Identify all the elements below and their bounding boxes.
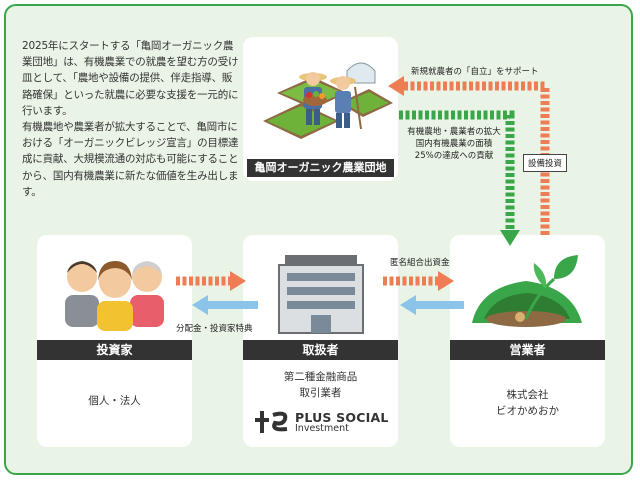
investor-people-illustration xyxy=(65,261,164,331)
investor-title: 投資家 xyxy=(37,340,192,360)
handler-detail: 第二種金融商品 取引業者 xyxy=(283,371,358,399)
sprout-bowl-illustration xyxy=(472,255,582,327)
investor-card: 投資家 個人・法人 xyxy=(37,235,192,447)
expansion-label: 有機農地・農業者の拡大 国内有機農業の面積 25%の達成への貢献 xyxy=(407,127,501,161)
dividend-label: 分配金・投資家特典 xyxy=(176,324,253,334)
handler-title: 取扱者 xyxy=(243,340,398,360)
plus-social-logo: PLUS SOCIAL Investment xyxy=(253,409,393,435)
plus-social-logo-icon xyxy=(255,411,288,433)
operator-detail: 株式会社 ビオかめおか xyxy=(496,389,559,417)
intro-paragraph-2: 有機農地や農業者が拡大することで、亀岡市における「オーガニックビレッジ宣言」の目… xyxy=(22,121,239,198)
intro-text: 2025年にスタートする「亀岡オーガニック農業団地」は、有機農業での就農を望む方… xyxy=(22,38,240,200)
investment-label: 匿名組合出資金 xyxy=(390,258,450,268)
logo-sub-text: Investment xyxy=(295,423,349,434)
farmers-illustration xyxy=(263,62,393,139)
organic-park-card: 亀岡オーガニック農業団地 xyxy=(243,37,398,181)
operator-title: 営業者 xyxy=(450,340,605,360)
organic-park-label: 亀岡オーガニック農業団地 xyxy=(247,159,394,177)
intro-paragraph-1: 2025年にスタートする「亀岡オーガニック農業団地」は、有機農業での就農を望む方… xyxy=(22,40,239,117)
investor-detail: 個人・法人 xyxy=(88,395,141,407)
logo-main-text: PLUS SOCIAL xyxy=(295,410,389,425)
handler-card: 取扱者 第二種金融商品 取引業者 xyxy=(243,235,398,447)
equipment-investment-label: 設備投資 xyxy=(523,154,568,172)
building-illustration xyxy=(278,255,364,334)
operator-card: 営業者 株式会社 ビオかめおか xyxy=(450,235,605,447)
support-label: 新規就農者の「自立」をサポート xyxy=(411,67,539,77)
